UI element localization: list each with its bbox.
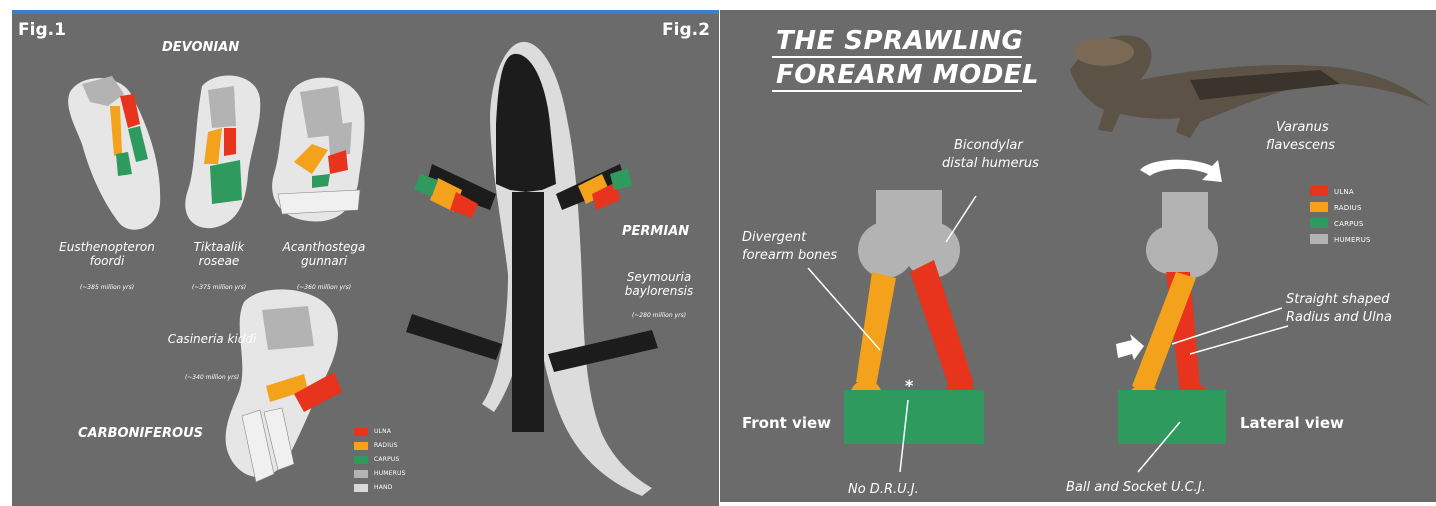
annotation-divergent-2: forearm bones	[742, 248, 837, 263]
species-acanthostega: Acanthostega gunnari	[278, 240, 370, 268]
label-lateral-view: Lateral view	[1240, 414, 1344, 432]
period-devonian: DEVONIAN	[162, 40, 239, 55]
species-varanus-line2: flavescens	[1266, 138, 1335, 153]
period-carboniferous: CARBONIFEROUS	[78, 426, 203, 441]
annotation-bicondylar-2: distal humerus	[942, 156, 1039, 171]
age-acanthostega: (~360 million yrs)	[278, 284, 370, 291]
rotation-arrow-icon	[1140, 160, 1222, 182]
casineria-limb	[226, 289, 342, 482]
title-underline-2	[772, 90, 1022, 92]
front-view-diagram	[808, 190, 984, 472]
age-seymouria: (~280 million yrs)	[604, 312, 714, 319]
species-seymouria: Seymouria baylorensis	[604, 270, 714, 298]
title-line-2: FOREARM MODEL	[776, 60, 1039, 90]
fig1-legend-ulna: ULNA	[374, 428, 391, 435]
fig2-legend-carpus: CARPUS	[1334, 220, 1364, 228]
fig2-legend-swatches	[1310, 186, 1328, 244]
acanthostega-limb	[272, 78, 364, 222]
fig1-panel: Fig.1 DEVONIAN Eusthenopteron foordi (~3…	[12, 10, 719, 506]
species-casineria: Casineria kiddi	[162, 332, 262, 346]
fig2-legend-radius: RADIUS	[1334, 204, 1362, 212]
age-casineria: (~340 million yrs)	[162, 374, 262, 381]
age-tiktaalik: (~375 million yrs)	[174, 284, 264, 291]
age-eusthenopteron: (~385 million yrs)	[52, 284, 162, 291]
annotation-divergent-1: Divergent	[742, 230, 806, 245]
eusthenopteron-fin	[68, 76, 160, 230]
fig1-legend-hand: HAND	[374, 484, 393, 491]
title-underline-1	[772, 56, 1022, 58]
varanus-lizard-photo	[1070, 35, 1430, 138]
species-eusthenopteron: Eusthenopteron foordi	[52, 240, 162, 268]
annotation-straight-1: Straight shaped	[1286, 292, 1389, 307]
fig2-legend-ulna: ULNA	[1334, 188, 1354, 196]
fig1-legend-swatches	[354, 428, 368, 492]
period-permian: PERMIAN	[622, 224, 689, 239]
tiktaalik-fin	[185, 75, 260, 228]
label-front-view: Front view	[742, 414, 831, 432]
fig2-panel: Fig.2 THE SPRAWLING FOREARM MODEL Varanu…	[720, 10, 1436, 502]
fig2-label: Fig.2	[662, 20, 710, 40]
annotation-bicondylar-1: Bicondylar	[954, 138, 1023, 153]
direction-arrow-icon	[1116, 334, 1144, 360]
species-varanus-line1: Varanus	[1276, 120, 1329, 135]
title-line-1: THE SPRAWLING	[776, 26, 1023, 56]
asterisk-marker: *	[905, 376, 913, 395]
annotation-straight-2: Radius and Ulna	[1286, 310, 1392, 325]
annotation-no-druj: No D.R.U.J.	[848, 482, 919, 497]
species-tiktaalik: Tiktaalik roseae	[174, 240, 264, 268]
fig1-legend-humerus: HUMERUS	[374, 470, 406, 477]
fig1-legend-radius: RADIUS	[374, 442, 398, 449]
fig2-legend-humerus: HUMERUS	[1334, 236, 1371, 244]
annotation-ball-socket: Ball and Socket U.C.J.	[1066, 480, 1206, 495]
fig1-legend-carpus: CARPUS	[374, 456, 399, 463]
seymouria-skeleton	[406, 42, 658, 496]
fig1-label: Fig.1	[18, 20, 66, 40]
